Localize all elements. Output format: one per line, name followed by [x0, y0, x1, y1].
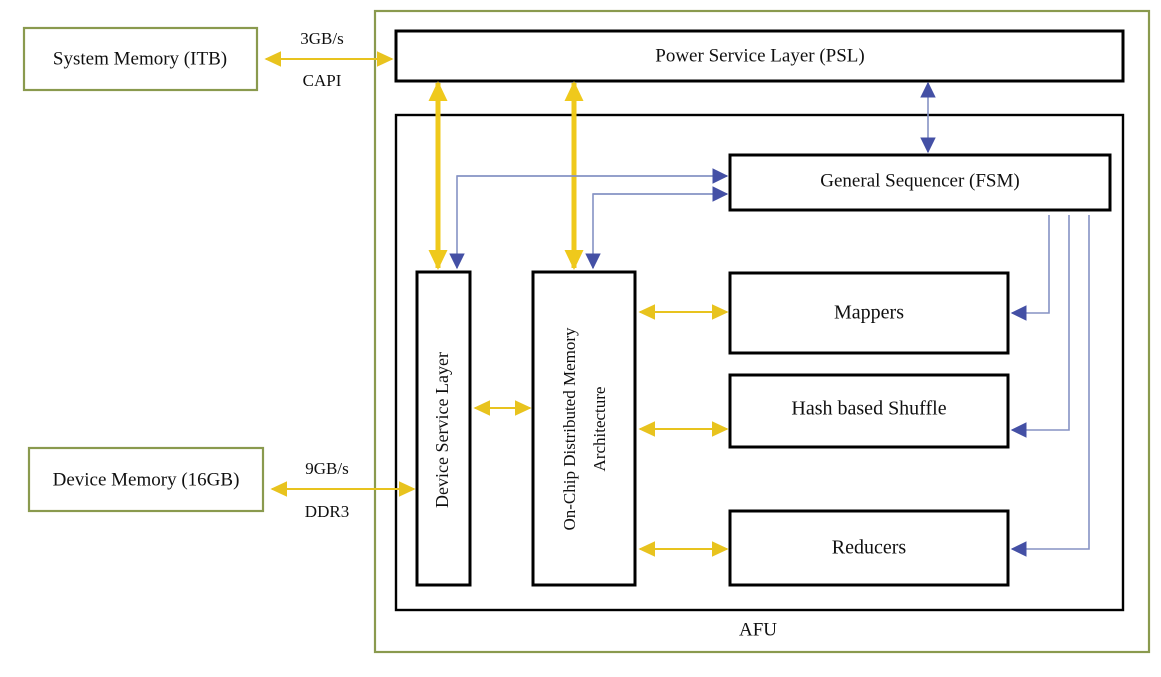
reducers-box — [728, 509, 1010, 587]
fsm-mappers-arrow — [1010, 215, 1050, 321]
device-service-layer-label: Device Service Layer — [432, 352, 452, 508]
mappers-label: Mappers — [834, 302, 904, 324]
reducers-label: Reducers — [832, 537, 907, 559]
hash-shuffle-box — [728, 373, 1010, 449]
device-service-layer-box — [415, 270, 472, 587]
psl-label: Power Service Layer (PSL) — [655, 45, 864, 66]
device-memory-label: Device Memory (16GB) — [53, 469, 240, 490]
onchip-memory-label-line1: On-Chip Distributed Memory — [560, 327, 579, 531]
device-memory-box — [27, 446, 265, 513]
capi-protocol-label: CAPI — [303, 71, 342, 90]
ddr3-protocol-label: DDR3 — [305, 502, 349, 521]
afu-label: AFU — [739, 619, 777, 640]
general-sequencer-box — [728, 153, 1112, 212]
psl-box — [394, 29, 1125, 83]
onchip-memory-box — [531, 270, 637, 587]
system-memory-box — [22, 26, 259, 92]
fsm-reducers-arrow — [1010, 215, 1090, 557]
ddr3-rate-label: 9GB/s — [305, 459, 348, 478]
onchip-memory-label-line2: Architecture — [590, 387, 609, 472]
hash-shuffle-label: Hash based Shuffle — [791, 398, 946, 420]
afu-core-box — [394, 113, 1125, 612]
general-sequencer-label: General Sequencer (FSM) — [820, 170, 1019, 191]
mappers-box — [728, 271, 1010, 355]
capi-rate-label: 3GB/s — [300, 29, 343, 48]
system-memory-label: System Memory (ITB) — [53, 48, 227, 69]
fsm-shuffle-arrow — [1010, 215, 1070, 438]
